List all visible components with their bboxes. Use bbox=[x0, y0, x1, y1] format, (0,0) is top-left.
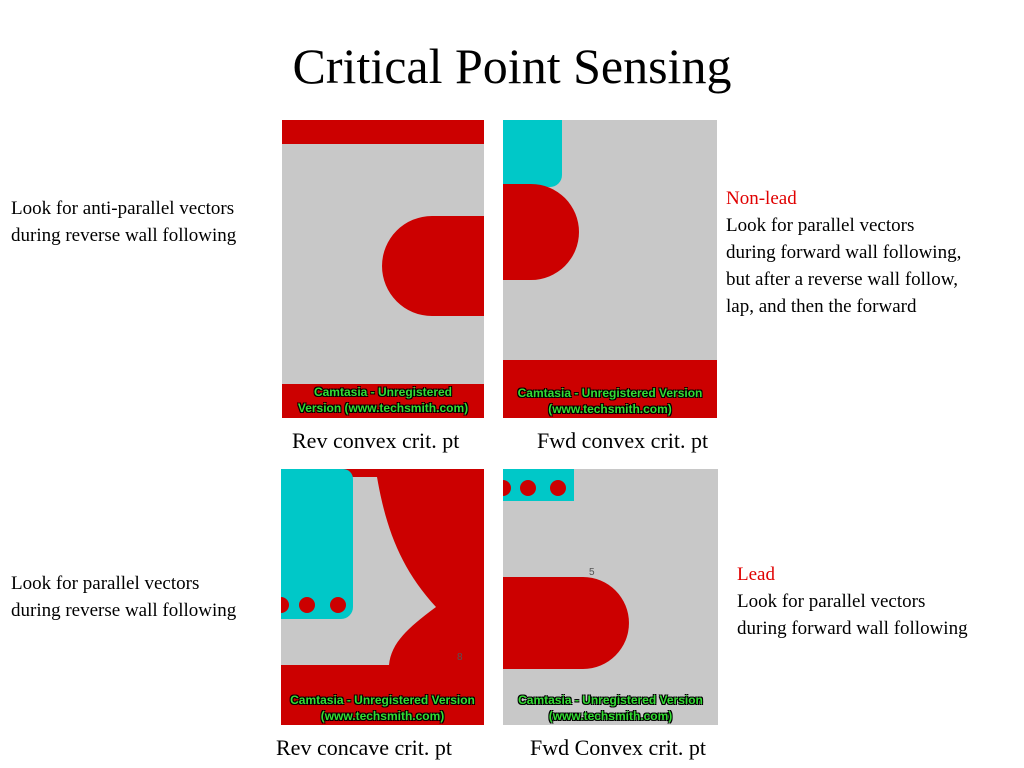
panel-fwd-convex-lead: 5 Camtasia - Unregistered Version (www.t… bbox=[503, 469, 718, 725]
rev-convex-diagram bbox=[282, 120, 484, 418]
fwd-convex-lead-diagram bbox=[503, 469, 629, 669]
watermark: Camtasia - Unregistered Version (www.tec… bbox=[517, 386, 703, 416]
note-non-lead: Non-lead Look for parallel vectors durin… bbox=[726, 185, 961, 320]
note-line: lap, and then the forward bbox=[726, 296, 917, 317]
note-rev-concave: Look for parallel vectors during reverse… bbox=[11, 570, 236, 624]
note-line: Look for parallel vectors bbox=[737, 591, 926, 612]
caption-fwd-convex: Fwd convex crit. pt bbox=[537, 428, 709, 453]
panel-rev-concave: 8 Camtasia - Unregistered Version (www.t… bbox=[281, 469, 484, 725]
rev-concave-diagram bbox=[281, 469, 484, 725]
note-line: Look for parallel vectors bbox=[11, 573, 200, 594]
watermark: Camtasia - Unregistered Version (www.tec… bbox=[518, 693, 703, 723]
note-line: Look for anti-parallel vectors bbox=[11, 198, 235, 219]
lead-label: Lead bbox=[737, 564, 775, 585]
note-line: during reverse wall following bbox=[11, 600, 237, 621]
note-line: during forward wall following, bbox=[726, 242, 962, 263]
fwd-convex-diagram bbox=[503, 120, 717, 418]
panel-fwd-convex: Camtasia - Unregistered Version (www.tec… bbox=[503, 120, 717, 418]
watermark: Camtasia - Unregistered Version (www.tec… bbox=[290, 693, 475, 723]
caption-rev-convex: Rev convex crit. pt bbox=[292, 428, 460, 453]
non-lead-label: Non-lead bbox=[726, 188, 797, 209]
note-line: during forward wall following bbox=[737, 618, 968, 639]
slide-title: Critical Point Sensing bbox=[292, 38, 732, 94]
note-line: Look for parallel vectors bbox=[726, 215, 915, 236]
note-line: during reverse wall following bbox=[11, 225, 237, 246]
note-line: but after a reverse wall follow, bbox=[726, 269, 958, 290]
caption-fwd-convex-lead: Fwd Convex crit. pt bbox=[530, 735, 706, 760]
watermark: Camtasia - Unregistered Version (www.tec… bbox=[297, 385, 469, 415]
note-rev-convex: Look for anti-parallel vectors during re… bbox=[11, 195, 236, 249]
note-lead: Lead Look for parallel vectors during fo… bbox=[737, 561, 968, 642]
frame-marker: 5 bbox=[589, 567, 595, 578]
frame-marker: 8 bbox=[457, 652, 463, 663]
panel-rev-convex: Camtasia - Unregistered Version (www.tec… bbox=[282, 120, 484, 418]
caption-rev-concave: Rev concave crit. pt bbox=[276, 735, 452, 760]
